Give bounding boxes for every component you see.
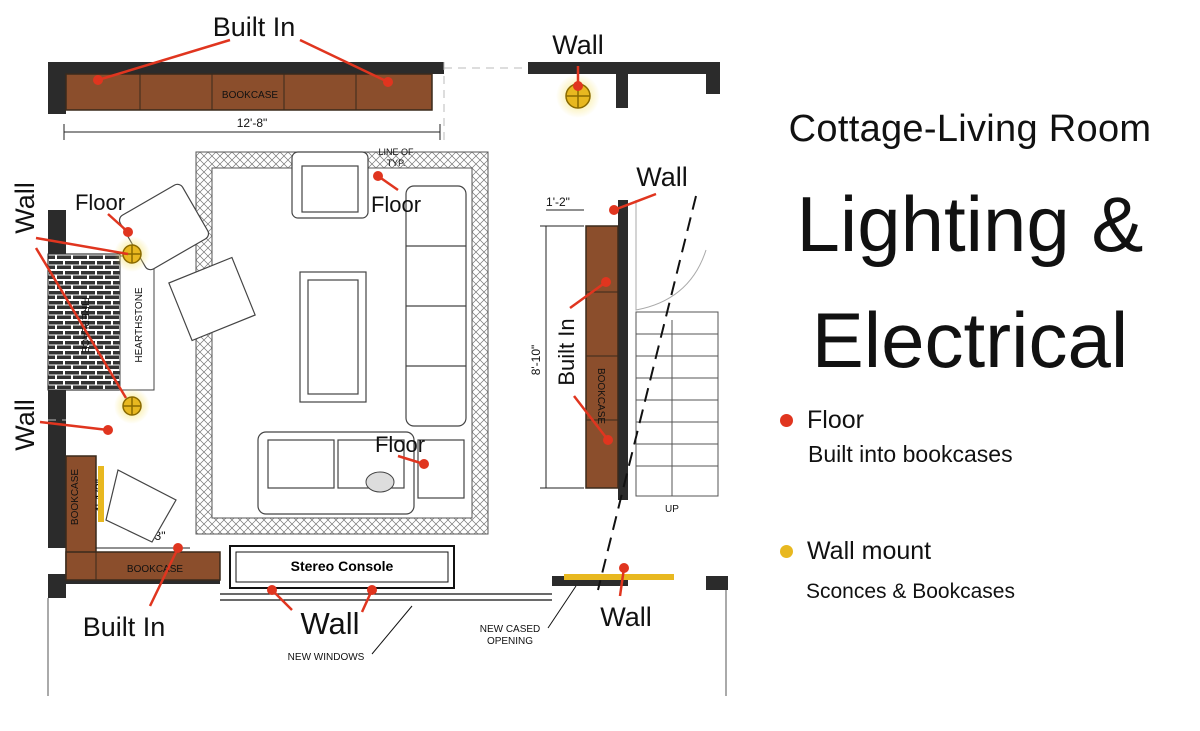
subtitle: Cottage-Living Room <box>788 108 1152 150</box>
dim-right-small: 1'-2" <box>546 195 570 209</box>
anno-built-in-bottom: Built In <box>83 612 166 642</box>
legend-wall-sub: Sconces & Bookcases <box>806 580 1015 603</box>
anno-floor-side-table: Floor <box>375 432 425 457</box>
wall-mount-fixtures <box>98 74 674 580</box>
bookcase-top-label: BOOKCASE <box>222 90 278 101</box>
hearthstone <box>119 255 155 391</box>
bookcase-right-label: BOOKCASE <box>595 368 606 424</box>
legend-floor-sub: Built into bookcases <box>808 441 1013 467</box>
anno-wall-right-top: Wall <box>636 162 688 192</box>
new-windows-label: NEW WINDOWS <box>288 652 365 663</box>
legend-wall-label: Wall mount <box>807 537 932 565</box>
bookcase-left-label: BOOKCASE <box>70 469 81 525</box>
main-title-line2: Electrical <box>811 296 1129 384</box>
anno-built-in-right: Built In <box>554 318 579 385</box>
stereo-label: Stereo Console <box>291 558 394 574</box>
up-label: UP <box>665 504 679 515</box>
new-cased-label-2: OPENING <box>487 636 533 647</box>
legend-floor-label: Floor <box>807 406 864 434</box>
hearthstone-label: HEARTHSTONE <box>134 287 145 363</box>
anno-wall-left-lower: Wall <box>10 399 40 451</box>
line-of-label: LINE OF <box>378 147 414 157</box>
anno-wall-left-upper: Wall <box>10 182 40 234</box>
fireplace-label: FIREPLACE <box>79 297 90 353</box>
wall-mount-dot-icon <box>780 545 793 558</box>
anno-wall-bottom-right: Wall <box>600 602 652 632</box>
walls <box>48 62 728 598</box>
stairs <box>635 311 719 497</box>
title-block: Cottage-Living Room Lighting & Electrica… <box>740 108 1200 383</box>
dim-right-tall: 8'-10" <box>529 345 543 376</box>
typ-label: TYP. <box>387 158 406 168</box>
anno-floor-chair-top: Floor <box>371 192 421 217</box>
bookcase-top <box>65 73 433 111</box>
anno-wall-top: Wall <box>552 30 604 60</box>
dim-top: 12'-8" <box>237 116 268 130</box>
legend-wall: Wall mount <box>780 537 931 566</box>
main-title-line1: Lighting & <box>796 180 1144 268</box>
leader-lines <box>34 38 657 613</box>
legend-floor: Floor <box>780 406 864 435</box>
bookcase-bottom <box>65 551 221 581</box>
floor-dot-icon <box>780 414 793 427</box>
bookcase-bottom-label: BOOKCASE <box>127 564 183 575</box>
anno-built-in-top: Built In <box>213 12 296 42</box>
bookcase-right <box>585 225 619 489</box>
anno-wall-bottom: Wall <box>300 606 359 641</box>
anno-floor-chair-left: Floor <box>75 190 125 215</box>
new-cased-label-1: NEW CASED <box>480 624 541 635</box>
